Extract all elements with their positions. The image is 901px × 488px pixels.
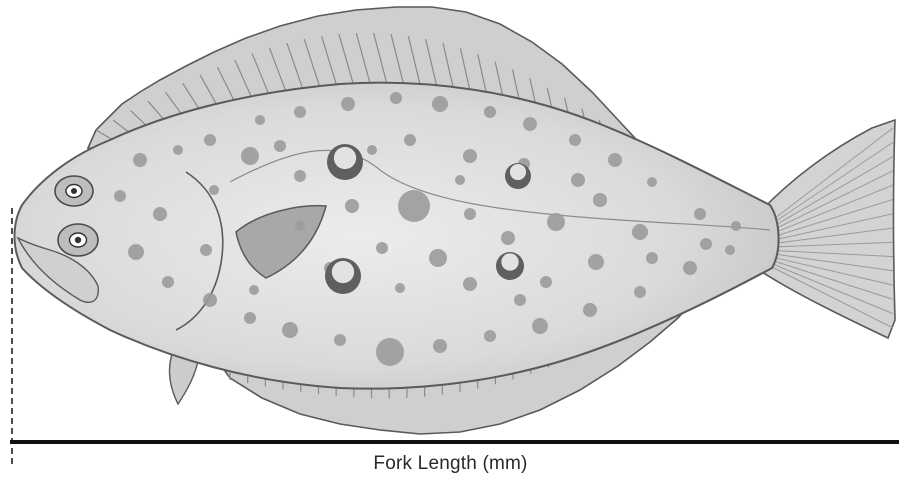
- body-spot: [153, 207, 167, 221]
- body-spot: [608, 153, 622, 167]
- body-spot: [128, 244, 144, 260]
- body-spot: [341, 97, 355, 111]
- body-spot: [395, 283, 405, 293]
- fork-length-label: Fork Length (mm): [0, 453, 901, 475]
- body-spot: [583, 303, 597, 317]
- body-spot: [294, 106, 306, 118]
- caudal-fin: [760, 120, 895, 338]
- ocellus-center: [501, 253, 518, 270]
- body-spot: [114, 190, 126, 202]
- body-spot: [725, 245, 735, 255]
- body-spot: [540, 276, 552, 288]
- body-spot: [484, 106, 496, 118]
- upper-eye-icon: [55, 176, 93, 206]
- body-spot: [241, 147, 259, 165]
- body-spot: [501, 231, 515, 245]
- body-spot: [294, 170, 306, 182]
- body-spot: [547, 213, 565, 231]
- ocellus-center: [510, 164, 526, 180]
- lower-eye-icon: [58, 224, 98, 256]
- body-spot: [173, 145, 183, 155]
- body-spot: [646, 252, 658, 264]
- body-spot: [593, 193, 607, 207]
- body-spot: [429, 249, 447, 267]
- body-spot: [244, 312, 256, 324]
- body-spot: [700, 238, 712, 250]
- body-spot: [571, 173, 585, 187]
- body-spot: [514, 294, 526, 306]
- body-spot: [647, 177, 657, 187]
- ocellus-center: [332, 261, 354, 283]
- body-spot: [588, 254, 604, 270]
- body-spot: [376, 242, 388, 254]
- body-spot: [433, 339, 447, 353]
- body-spot: [209, 185, 219, 195]
- ocellus-center: [334, 147, 356, 169]
- body-spot: [731, 221, 741, 231]
- body-spot: [455, 175, 465, 185]
- body-spot: [523, 117, 537, 131]
- body-spot: [694, 208, 706, 220]
- body-spot: [464, 208, 476, 220]
- body-spot: [569, 134, 581, 146]
- body-spot: [204, 134, 216, 146]
- body-spot: [634, 286, 646, 298]
- body-spot: [398, 190, 430, 222]
- body-spot: [463, 277, 477, 291]
- body-spot: [162, 276, 174, 288]
- body-spot: [390, 92, 402, 104]
- body-spot: [200, 244, 212, 256]
- body-spot: [532, 318, 548, 334]
- body-spot: [295, 221, 305, 231]
- body-spot: [334, 334, 346, 346]
- body-spot: [249, 285, 259, 295]
- body-spot: [632, 224, 648, 240]
- body-spot: [274, 140, 286, 152]
- body-spot: [345, 199, 359, 213]
- body-spot: [282, 322, 298, 338]
- body-spot: [255, 115, 265, 125]
- body-spot: [484, 330, 496, 342]
- body-spot: [376, 338, 404, 366]
- body-spot: [432, 96, 448, 112]
- body-spot: [683, 261, 697, 275]
- body-spot: [404, 134, 416, 146]
- body-spot: [463, 149, 477, 163]
- body-spot: [133, 153, 147, 167]
- body-spot: [203, 293, 217, 307]
- body-spot: [367, 145, 377, 155]
